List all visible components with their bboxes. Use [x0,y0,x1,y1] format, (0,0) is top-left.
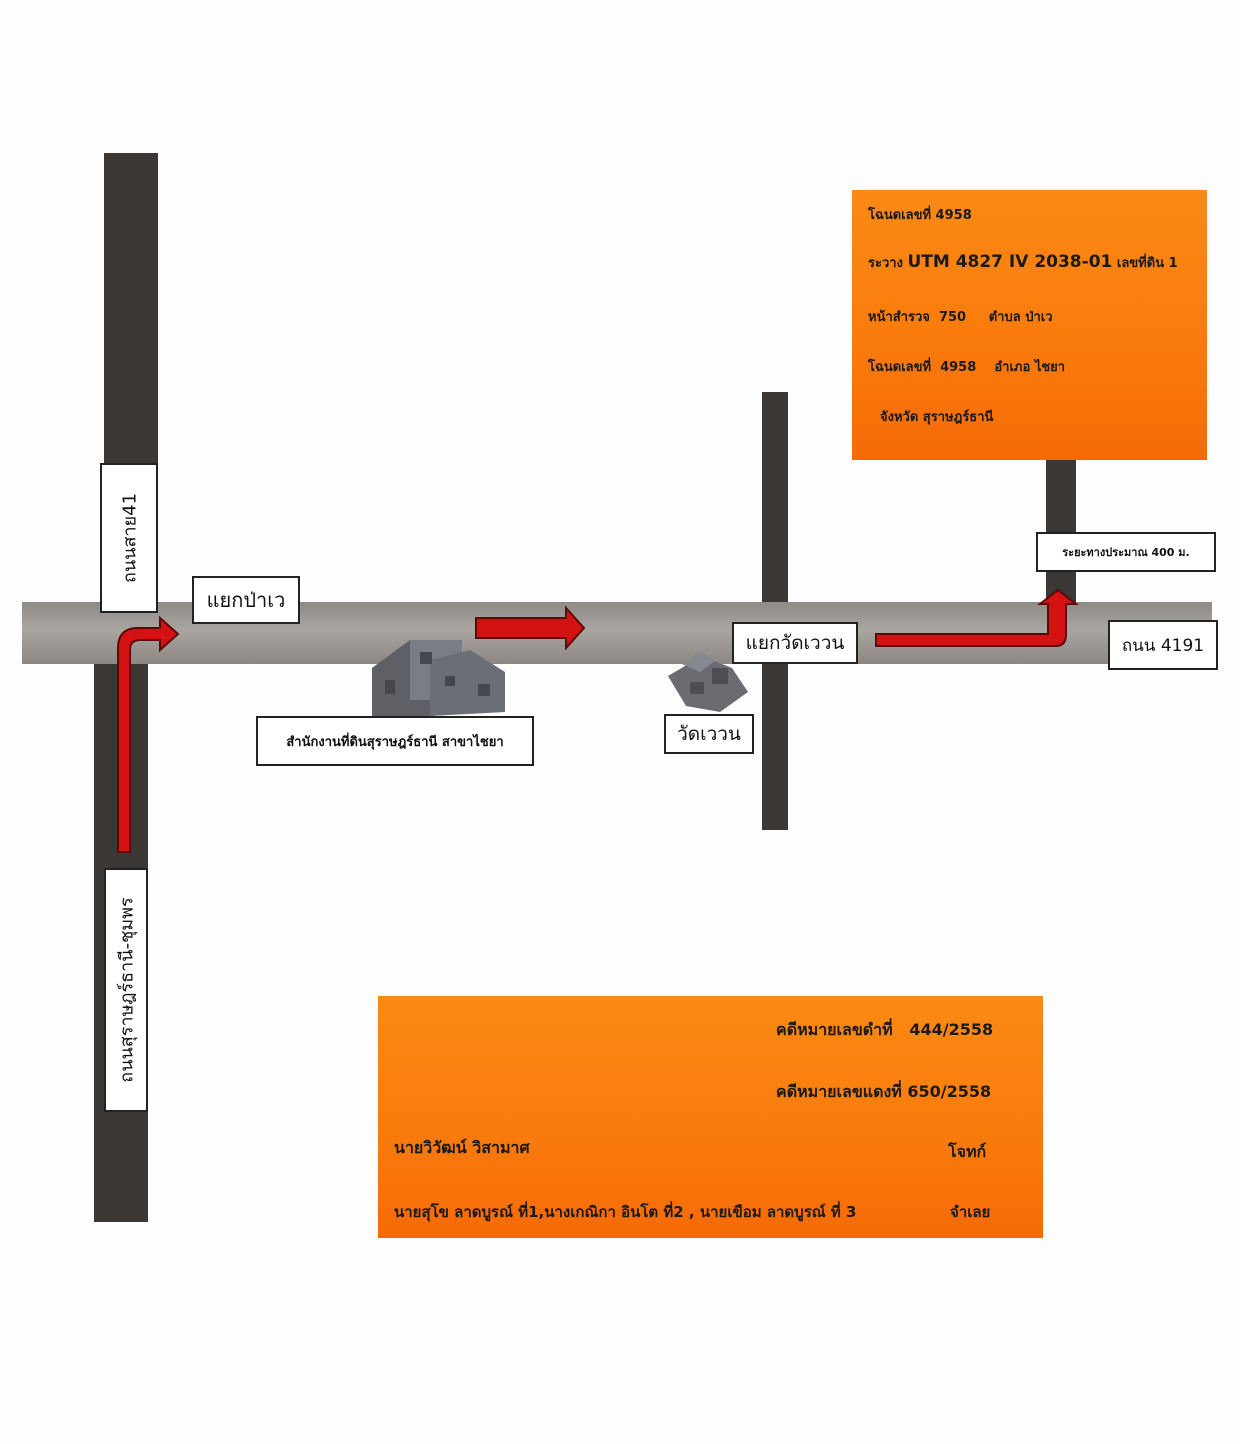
road-4191-label: ถนน 4191 [1108,620,1218,670]
watwuan-junction-label: แยกวัดเววน [732,622,858,664]
defendant-role: จำเลย [950,1203,991,1221]
land-office-label: สำนักงานที่ดินสุราษฎร์ธานี สาขาไชยา [256,716,534,766]
survey-page-line: หน้าสำรวจ 750 ตำบล ป่าเว [868,310,1053,325]
distance-label: ระยะทางประมาณ 400 ม. [1036,532,1216,572]
red-case-number: คดีหมายเลขแดงที่ 650/2558 [776,1082,992,1101]
plaintiff-name: นายวิวัฒน์ วิสามาศ [394,1138,530,1157]
map-sheet-line: ระวาง UTM 4827 IV 2038-01 เลขที่ดิน 1 [868,252,1178,273]
black-case-number: คดีหมายเลขดำที่ 444/2558 [776,1020,994,1039]
route-arrow-east [475,605,586,651]
deed-district-line: โฉนดเลขที่ 4958 อำเภอ ไชยา [868,360,1066,375]
route-arrow-north-east [117,615,180,853]
province-line: จังหวัด สุราษฎร์ธานี [880,410,994,425]
case-info-box: คดีหมายเลขดำที่ 444/2558 คดีหมายเลขแดงที… [378,996,1043,1238]
defendants: นายสุโข ลาดบูรณ์ ที่1,นางเกณิกา อินโต ที… [394,1203,857,1221]
road-41-label: ถนนสาย41 [100,463,158,613]
land-info-box: โฉนดเลขที่ 4958 ระวาง UTM 4827 IV 2038-0… [852,190,1207,460]
road-surat-chumphon-label: ถนนสุราษฎร์ธานี-ชุมพร [104,868,148,1112]
map-sheet-utm: UTM 4827 IV 2038-01 [907,252,1113,272]
deed-number: โฉนดเลขที่ 4958 [868,208,972,223]
paew-junction-label: แยกป่าเว [192,576,300,624]
land-number: เลขที่ดิน 1 [1116,256,1178,271]
route-arrow-east-north [875,588,1079,647]
plaintiff-role: โจทก์ [948,1142,987,1161]
wat-wuan-label: วัดเววน [664,714,754,754]
map-sheet-prefix: ระวาง [868,256,903,271]
